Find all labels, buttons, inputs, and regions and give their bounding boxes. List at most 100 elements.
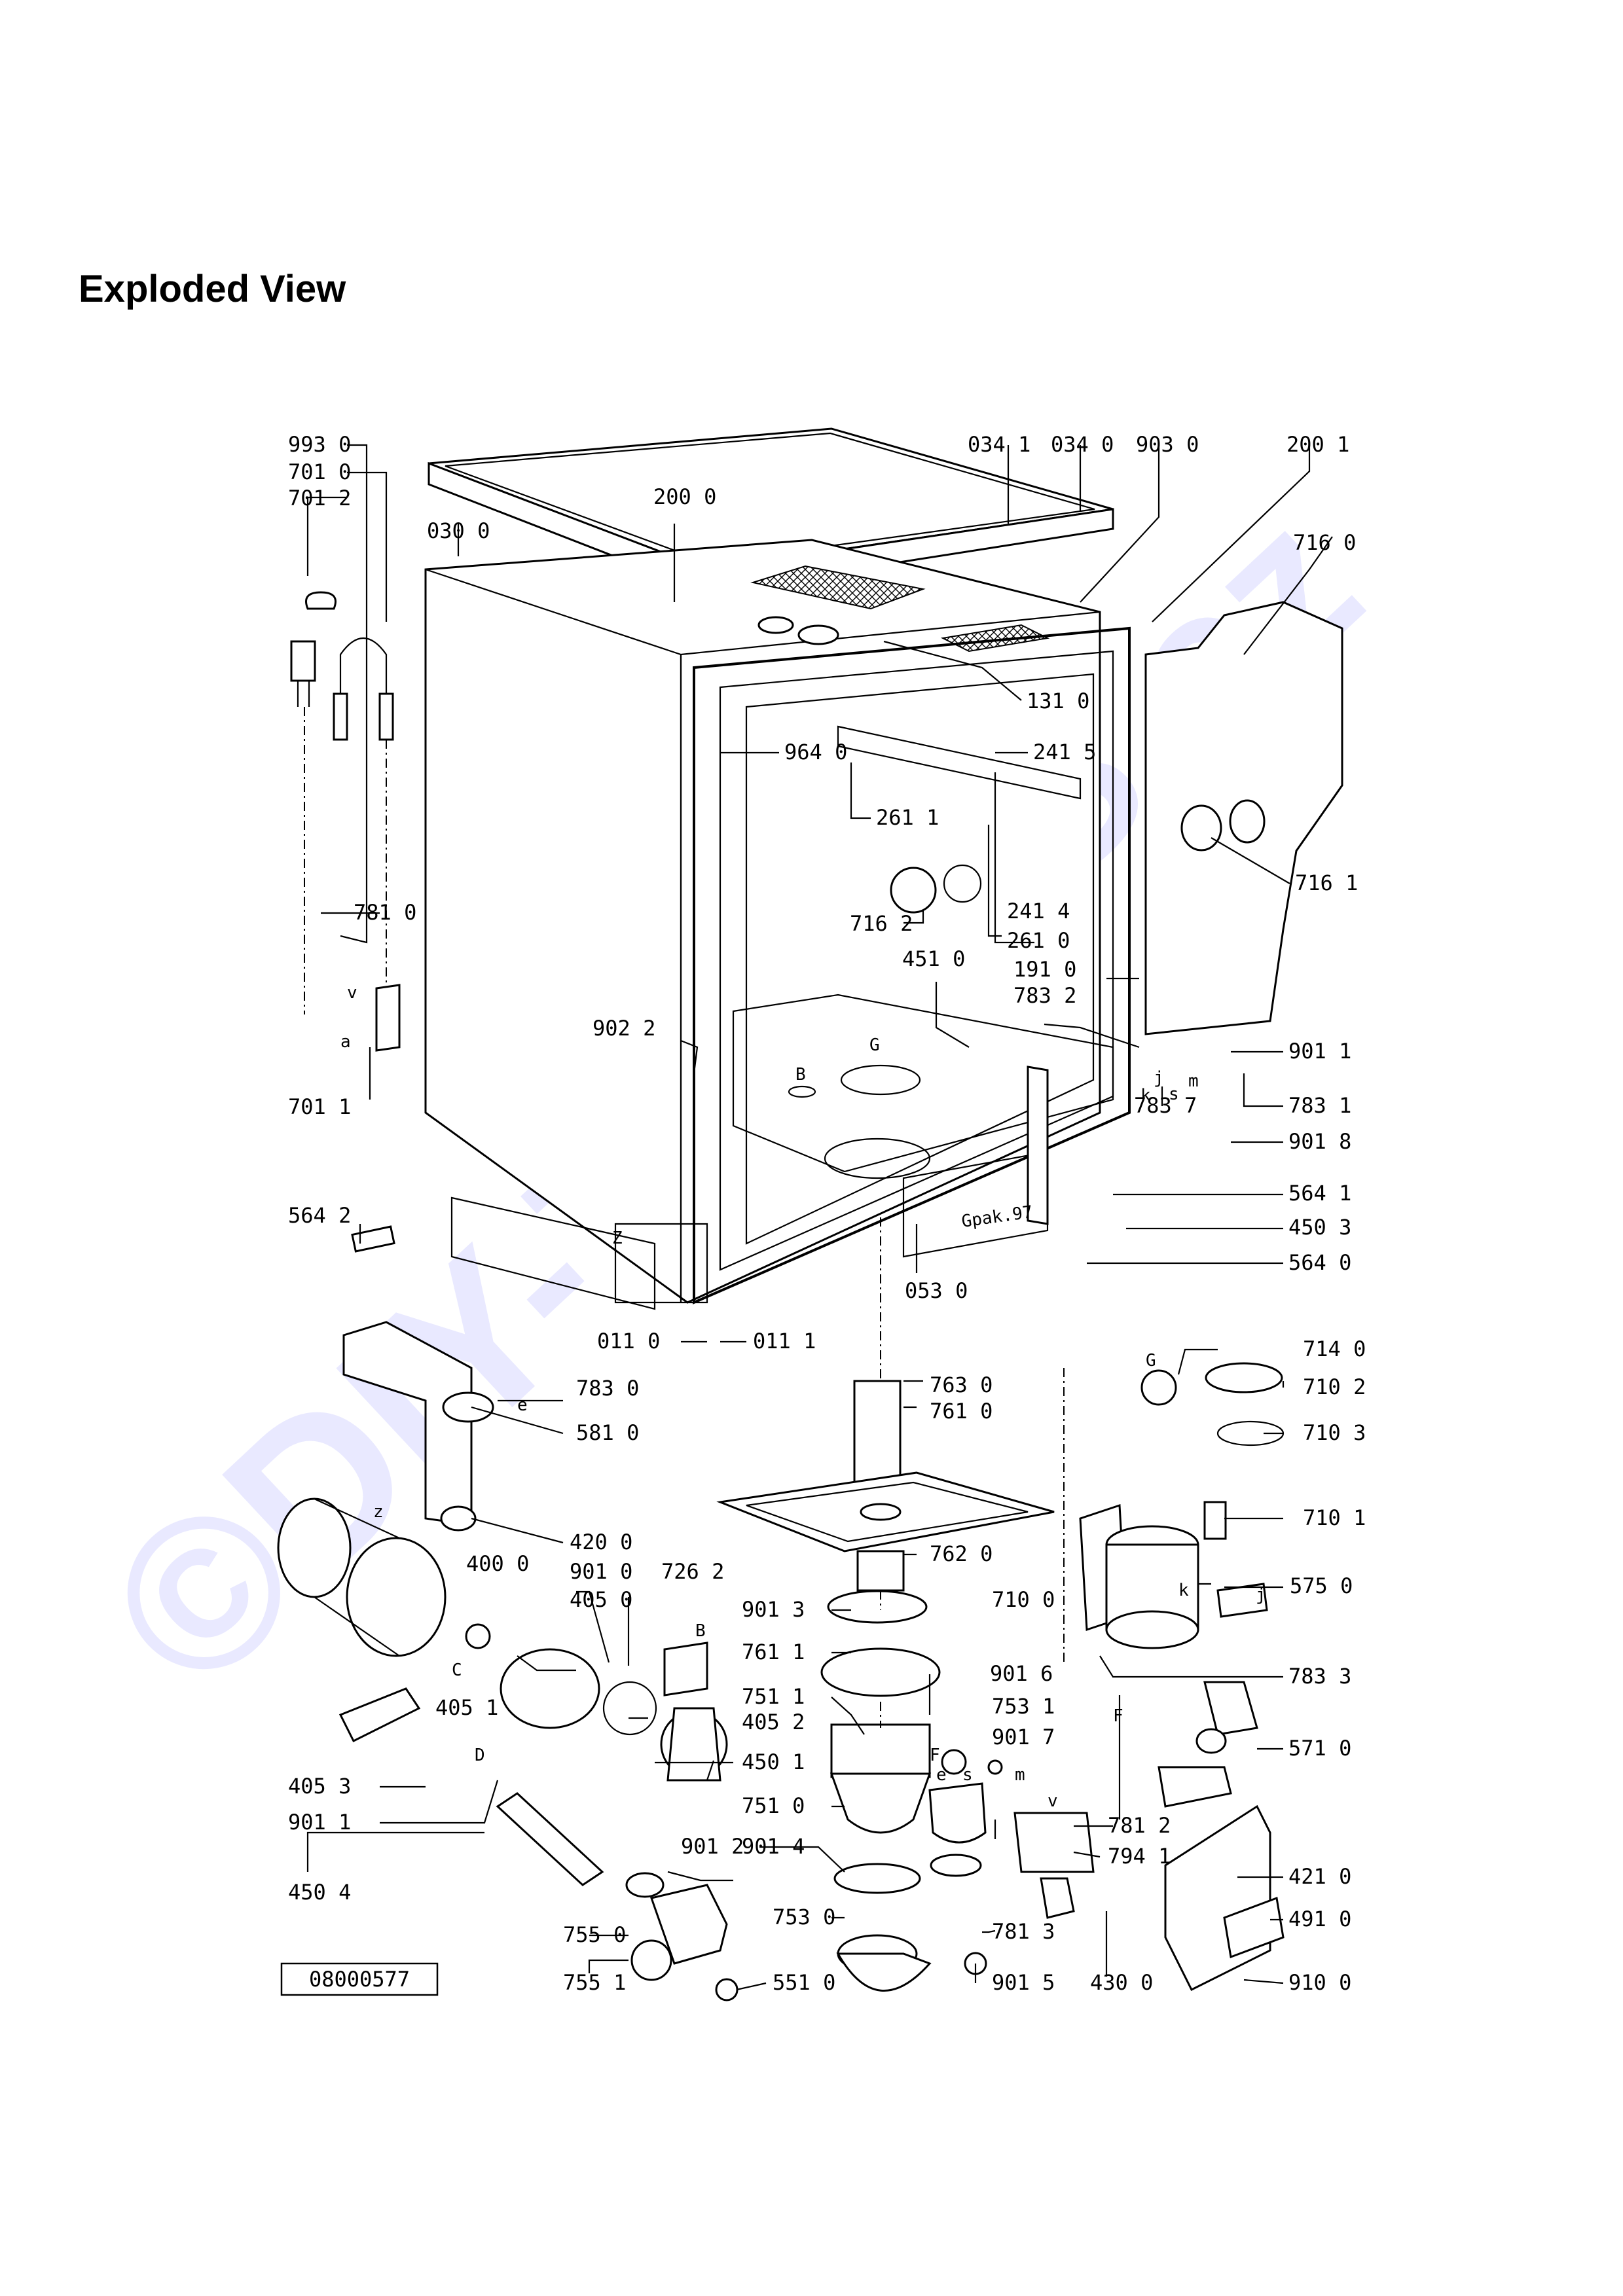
part-label: 241 4 <box>1007 899 1070 924</box>
part-label: 783 0 <box>576 1376 639 1401</box>
part-labels: 993 0 701 0 701 2 030 0 200 0 034 1 034 … <box>288 432 1366 1995</box>
marker-letter: B <box>695 1621 706 1641</box>
part-label: 761 1 <box>742 1640 805 1664</box>
marker-letter: j <box>1154 1068 1164 1088</box>
part-label: 551 0 <box>773 1970 835 1995</box>
marker-letter: m <box>1188 1071 1199 1091</box>
part-label: 781 3 <box>992 1919 1055 1944</box>
marker-letter: B <box>795 1065 806 1085</box>
part-label: 753 1 <box>992 1694 1055 1719</box>
part-label: 716 0 <box>1293 530 1356 555</box>
part-label: 191 0 <box>1013 957 1076 982</box>
part-label: 716 2 <box>850 911 913 936</box>
part-label: 241 5 <box>1033 740 1096 764</box>
drawing-code: 08000577 <box>309 1967 410 1992</box>
part-label: 451 0 <box>902 946 965 971</box>
part-label: 910 0 <box>1288 1970 1351 1995</box>
part-label: 420 0 <box>570 1530 632 1554</box>
part-label: 701 0 <box>288 459 351 484</box>
marker-letter: m <box>1015 1765 1025 1785</box>
marker-letter: v <box>347 983 357 1003</box>
part-label: 726 2 <box>661 1559 724 1584</box>
part-label: 714 0 <box>1303 1336 1366 1361</box>
part-label: 011 0 <box>597 1329 660 1354</box>
part-label: 564 0 <box>1288 1250 1351 1275</box>
part-label: 405 0 <box>570 1587 632 1612</box>
part-label: 901 1 <box>1288 1039 1351 1064</box>
part-label: 405 2 <box>742 1710 805 1734</box>
part-label: 571 0 <box>1288 1736 1351 1761</box>
part-label: 053 0 <box>905 1278 968 1303</box>
marker-letter: F <box>1113 1706 1123 1726</box>
part-label: 030 0 <box>427 518 490 543</box>
part-label: 755 1 <box>563 1970 626 1995</box>
part-label: 710 1 <box>1303 1505 1366 1530</box>
part-label: 794 1 <box>1108 1844 1171 1869</box>
part-label: 783 3 <box>1288 1664 1351 1689</box>
marker-letter: a <box>340 1032 351 1052</box>
part-label: 450 1 <box>742 1749 805 1774</box>
part-label: 421 0 <box>1288 1864 1351 1889</box>
part-label: 783 2 <box>1013 983 1076 1008</box>
softener-group <box>1013 1362 1285 1992</box>
part-label: 701 2 <box>288 486 351 511</box>
part-label: 710 2 <box>1303 1374 1366 1399</box>
part-label: 783 1 <box>1288 1093 1351 1118</box>
part-label: 964 0 <box>784 740 847 764</box>
leader-lines <box>306 444 1333 1991</box>
marker-letter: s <box>1169 1085 1179 1104</box>
marker-letter: Z <box>612 1229 623 1248</box>
part-label: 993 0 <box>288 432 351 457</box>
part-label: 450 3 <box>1288 1215 1351 1240</box>
part-label: 751 1 <box>742 1684 805 1709</box>
part-label: 034 0 <box>1051 432 1114 457</box>
part-label: 901 2 <box>681 1834 744 1859</box>
page-title: Exploded View <box>79 268 346 310</box>
date-stamp: Gpak.97 <box>960 1202 1034 1232</box>
part-label: 901 7 <box>992 1725 1055 1749</box>
marker-letter: s <box>962 1765 973 1785</box>
marker-letter: j <box>1256 1585 1266 1605</box>
part-label: 761 0 <box>930 1399 993 1424</box>
part-label: 783 7 <box>1134 1093 1197 1118</box>
part-label: 011 1 <box>753 1329 816 1354</box>
part-label: 131 0 <box>1027 689 1089 713</box>
tub-cabinet: Gpak.97 <box>424 539 1343 1310</box>
hose-assembly-left <box>290 591 401 1052</box>
part-label: 901 4 <box>742 1834 805 1859</box>
part-label: 716 1 <box>1295 870 1358 895</box>
part-label: 430 0 <box>1090 1970 1153 1995</box>
part-label: 901 8 <box>1288 1129 1351 1154</box>
part-label: 400 0 <box>466 1551 529 1576</box>
part-label: 261 0 <box>1007 928 1070 953</box>
part-label: 405 3 <box>288 1774 351 1799</box>
part-label: 491 0 <box>1288 1907 1351 1931</box>
part-label: 450 4 <box>288 1880 351 1905</box>
marker-letter: e <box>936 1765 947 1785</box>
marker-letter: k <box>1178 1581 1189 1600</box>
part-label: 581 0 <box>576 1420 639 1445</box>
motor-pump-group <box>277 1225 739 2001</box>
part-label: 901 1 <box>288 1810 351 1835</box>
part-label: 751 0 <box>742 1793 805 1818</box>
sump-filter-group <box>716 1380 1055 1992</box>
part-label: 564 1 <box>1288 1181 1351 1206</box>
part-label: 755 0 <box>563 1922 626 1947</box>
part-label: 781 2 <box>1108 1813 1171 1838</box>
part-label: 405 1 <box>435 1695 498 1720</box>
marker-letter: v <box>1048 1791 1058 1811</box>
part-label: 903 0 <box>1136 432 1199 457</box>
part-label: 701 1 <box>288 1094 351 1119</box>
marker-letter: G <box>1146 1351 1156 1371</box>
marker-letter: F <box>930 1746 940 1765</box>
part-label: 200 0 <box>653 484 716 509</box>
part-label: 710 0 <box>992 1587 1055 1612</box>
part-label: 901 3 <box>742 1597 805 1622</box>
part-label: 762 0 <box>930 1541 993 1566</box>
part-label: 753 0 <box>773 1905 835 1929</box>
part-label: 763 0 <box>930 1372 993 1397</box>
letter-markers: v a G B j k s m Z e z G C B k j D F F e … <box>340 983 1266 1811</box>
part-label: 261 1 <box>876 805 939 830</box>
part-label: 901 5 <box>992 1970 1055 1995</box>
